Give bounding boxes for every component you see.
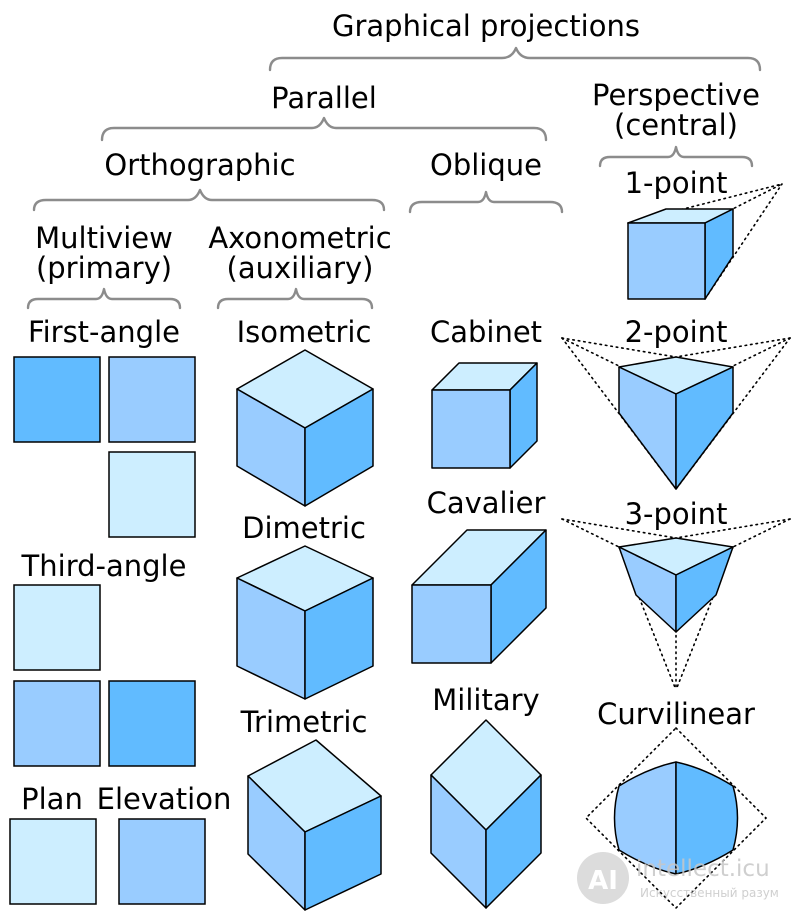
first-angle-side-view xyxy=(108,356,196,443)
curvilinear-right-face xyxy=(675,761,739,875)
three-point-right-face xyxy=(675,546,734,633)
label-third-angle: Third-angle xyxy=(21,549,187,583)
elevation-view xyxy=(118,818,206,905)
brace-perspective xyxy=(598,145,754,168)
label-perspective: Perspective xyxy=(592,78,760,112)
first-angle-front-view xyxy=(13,356,101,443)
label-perspective-central: (central) xyxy=(614,108,738,142)
watermark-site-name: intellect.icu xyxy=(636,856,770,882)
watermark: AI intellect.icu Искусственный разум xyxy=(577,852,779,904)
brace-orthographic xyxy=(32,188,386,212)
military-right-face xyxy=(485,774,542,909)
label-cavalier: Cavalier xyxy=(427,486,546,520)
two-point-perspective xyxy=(561,337,791,490)
vanishing-line xyxy=(675,546,734,691)
curvilinear-guide xyxy=(584,726,768,910)
label-3-point: 3-point xyxy=(625,497,728,531)
vanishing-line xyxy=(704,183,783,224)
curvilinear-perspective xyxy=(584,726,768,910)
cabinet-front-face xyxy=(431,389,511,469)
label-dimetric: Dimetric xyxy=(242,511,366,545)
dimetric-right-face xyxy=(304,577,374,700)
one-point-front-face xyxy=(627,222,706,300)
military-cube xyxy=(430,719,542,909)
one-point-perspective xyxy=(627,183,783,300)
label-military: Military xyxy=(432,683,539,717)
plan-view xyxy=(9,818,97,905)
label-orthographic: Orthographic xyxy=(104,148,295,182)
label-multiview: Multiview xyxy=(35,221,173,255)
label-2-point: 2-point xyxy=(625,315,728,349)
three-point-perspective xyxy=(561,518,791,691)
first-angle-top-view xyxy=(108,451,196,538)
label-plan: Plan xyxy=(21,782,83,816)
one-point-side-face xyxy=(704,208,734,300)
brace-graphical-projections xyxy=(268,46,762,72)
braces xyxy=(26,46,762,310)
label-multiview-primary: (primary) xyxy=(36,251,172,285)
cabinet-cube xyxy=(431,362,538,469)
trimetric-right-face xyxy=(304,795,382,911)
watermark-logo-glyph: AI xyxy=(588,866,618,896)
two-point-right-face xyxy=(675,366,734,490)
vanishing-line xyxy=(627,183,783,224)
brace-axonometric xyxy=(216,287,374,310)
label-curvilinear: Curvilinear xyxy=(597,697,755,731)
label-axonometric: Axonometric xyxy=(208,221,391,255)
cavalier-cube xyxy=(411,529,547,664)
third-angle-top-view xyxy=(13,584,101,671)
trimetric-cube xyxy=(247,739,382,911)
cavalier-front-face xyxy=(411,584,492,664)
labels: Graphical projections Parallel Perspecti… xyxy=(21,9,760,816)
label-isometric: Isometric xyxy=(237,315,372,349)
multiview-views xyxy=(9,356,206,905)
label-1-point: 1-point xyxy=(625,166,728,200)
isometric-right-face xyxy=(304,388,374,507)
label-elevation: Elevation xyxy=(97,782,232,816)
dimetric-cube xyxy=(236,545,374,700)
watermark-tagline: Искусственный разум xyxy=(640,886,779,900)
third-angle-side-view xyxy=(108,680,196,767)
brace-multiview xyxy=(26,287,182,310)
diagram-title: Graphical projections xyxy=(332,9,640,43)
label-parallel: Parallel xyxy=(271,81,377,115)
label-axonometric-auxiliary: (auxiliary) xyxy=(227,251,374,285)
label-trimetric: Trimetric xyxy=(240,705,368,739)
label-cabinet: Cabinet xyxy=(430,315,542,349)
brace-oblique xyxy=(408,190,564,214)
isometric-cube xyxy=(236,349,374,507)
label-first-angle: First-angle xyxy=(28,315,180,349)
curvilinear-left-face xyxy=(613,761,677,875)
label-oblique: Oblique xyxy=(430,148,542,182)
brace-parallel xyxy=(100,116,548,142)
watermark-logo-icon xyxy=(577,852,629,904)
vanishing-line xyxy=(618,546,677,691)
third-angle-front-view xyxy=(13,680,101,767)
